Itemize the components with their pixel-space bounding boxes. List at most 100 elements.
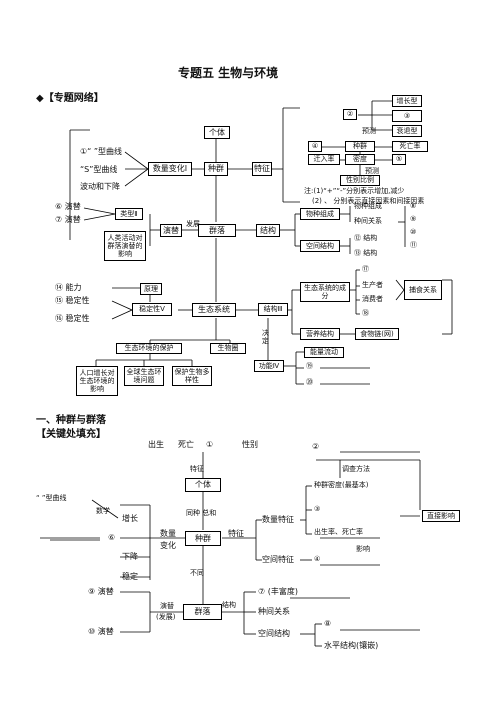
species-composition-label: 物种组成 [354,202,382,210]
c2-fill-label: ② [312,442,320,451]
density-box: 密度 [345,154,375,165]
develop-label: 发展 [186,220,200,228]
human-activity-box: 人类活动对群落演替的影响 [104,231,146,261]
direct-impact-box: 直接影响 [422,510,460,522]
box-2: ② [343,109,357,120]
population-box: 种群 [204,162,228,176]
sex-ratio-box: 性别比例 [340,175,380,186]
consumer-label: 消费者 [362,295,383,303]
c4-label: ④ [314,555,321,563]
predict-label-1: 预测 [362,127,376,135]
fill-structure-label: 结构 [222,601,236,609]
stable-type-box: ③ [392,110,422,122]
horizontal-structure-label: 水平结构(镶嵌) [324,641,379,650]
spatial-structure-box: 空间结构 [300,240,340,252]
fluctuation-label: 波动和下降 [80,182,120,191]
quantity-feature-label: 数量特征 [262,515,294,524]
individual-box: 个体 [204,126,230,139]
biodiversity-box: 保护生物多样性 [172,366,212,386]
succession-dev-label-2: (发展) [156,613,176,621]
b6-fill-label: ⑥ [108,533,116,542]
global-env-box: 全球生态环境问题 [124,366,164,386]
c9-succession-label: ⑨ 演替 [88,587,114,596]
same-sum-label: 同种 总和 [186,509,217,517]
nutrition-structure-box: 营养结构 [300,328,340,340]
sex-label: 性别 [242,440,258,449]
stability-box: 稳定性Ⅴ [132,303,172,316]
population-center-box: 种群 [345,141,375,152]
c15-stability: ⑮ 稳定性 [55,296,90,305]
quantity-label: 数量 [160,529,176,538]
feature-box: 特征 [252,162,272,176]
change-label: 变化 [160,541,176,550]
different-label: 不同 [190,569,204,577]
function-4-box: 功能Ⅳ [254,360,284,372]
population-growth-box: 人口增长对生态环境的影响 [76,366,118,396]
succession-box: 演替 [160,224,182,237]
impact-label: 影响 [356,545,370,553]
energy-flow-box: 能量流动 [304,347,344,358]
c10-succession-label: ⑩ 演替 [88,627,114,636]
c12-structure: ⑫ 结构 [354,234,378,242]
feature-vertical-label: 特征 [190,465,204,473]
producer-label: 生产者 [362,281,383,289]
c19-label: ⑲ [306,362,313,370]
ecosystem-box: 生态系统 [192,303,236,317]
math-model-label: 数学 [96,507,110,515]
fill-individual-box: 个体 [185,478,221,492]
community-box: 群落 [198,224,236,237]
fill-heading: 【关键处填充】 [36,429,106,440]
density-label: 种群密度(最基本) [314,481,369,489]
c3-label: ③ [314,505,321,513]
spatial-feature-label: 空间特征 [262,555,294,564]
c9-label: ⑨ [410,215,417,223]
box-5: ⑤ [392,154,406,165]
network-heading: ◆【专题网络】 [36,93,104,104]
eco-components-box: 生态系统的成分 [300,282,350,302]
c20-label: ⑳ [306,378,313,386]
feature-horiz-label: 特征 [228,529,244,538]
biosphere-box: 生物圈 [210,343,246,354]
eco-protection-box: 生态环境的保护 [116,343,182,354]
spatial-structure-fill-label: 空间结构 [258,629,290,638]
box-4: ④ [308,141,322,152]
page-title: 专题五 生物与环境 [178,66,279,80]
decline-type-box: 衰退型 [392,125,422,137]
c17-label: ⑰ [362,265,369,273]
grow-label: 增长 [122,514,138,523]
succession-7-label: ⑦ 演替 [55,215,81,224]
c13-structure: ⑬ 结构 [354,249,378,257]
species-comp-box: 物种组成 [300,208,340,220]
c8-fill-label: ⑧ [324,619,332,628]
drop-label: 下降 [122,552,138,561]
species-relation-label: 种间关系 [354,217,382,225]
c11-label: ⑪ [410,241,417,249]
predation-box: 捕食关系 [404,280,442,300]
death-rate-box: 死亡率 [392,141,428,152]
structure-3-box: 结构Ⅲ [258,303,288,316]
stable-label: 稳定 [122,572,138,581]
s-curve-label: “S”型曲线 [80,165,118,174]
c1-blank-label: ① [206,440,214,449]
food-chain-box: 食物链(网) [355,328,399,340]
fill-population-box: 种群 [185,531,221,546]
c8-label: ⑧ [410,202,417,210]
c7-richness-label: ⑦ (丰富度) [258,587,298,596]
note-1: 注:(1)“+”“-”分别表示增加,减少 [304,187,405,195]
decide-label: 决定 [262,329,269,345]
principle-box: 原理 [140,283,162,295]
c10-label: ⑩ [410,228,417,236]
death-label: 死亡 [178,440,194,449]
c14-ability: ⑭ 能力 [55,283,82,292]
fill-community-box: 群落 [183,604,222,620]
section-1-heading: 一、种群与群落 [36,415,106,426]
succession-dev-label: 演替 [160,602,174,610]
j-curve-fill-label: “ ”型曲线 [36,494,67,502]
species-relation-fill-label: 种间关系 [258,607,290,616]
c16-stability: ⑯ 稳定性 [55,314,90,323]
predict-label-2: 预测 [365,167,379,175]
succession-6-label: ⑥ 演替 [55,202,81,211]
